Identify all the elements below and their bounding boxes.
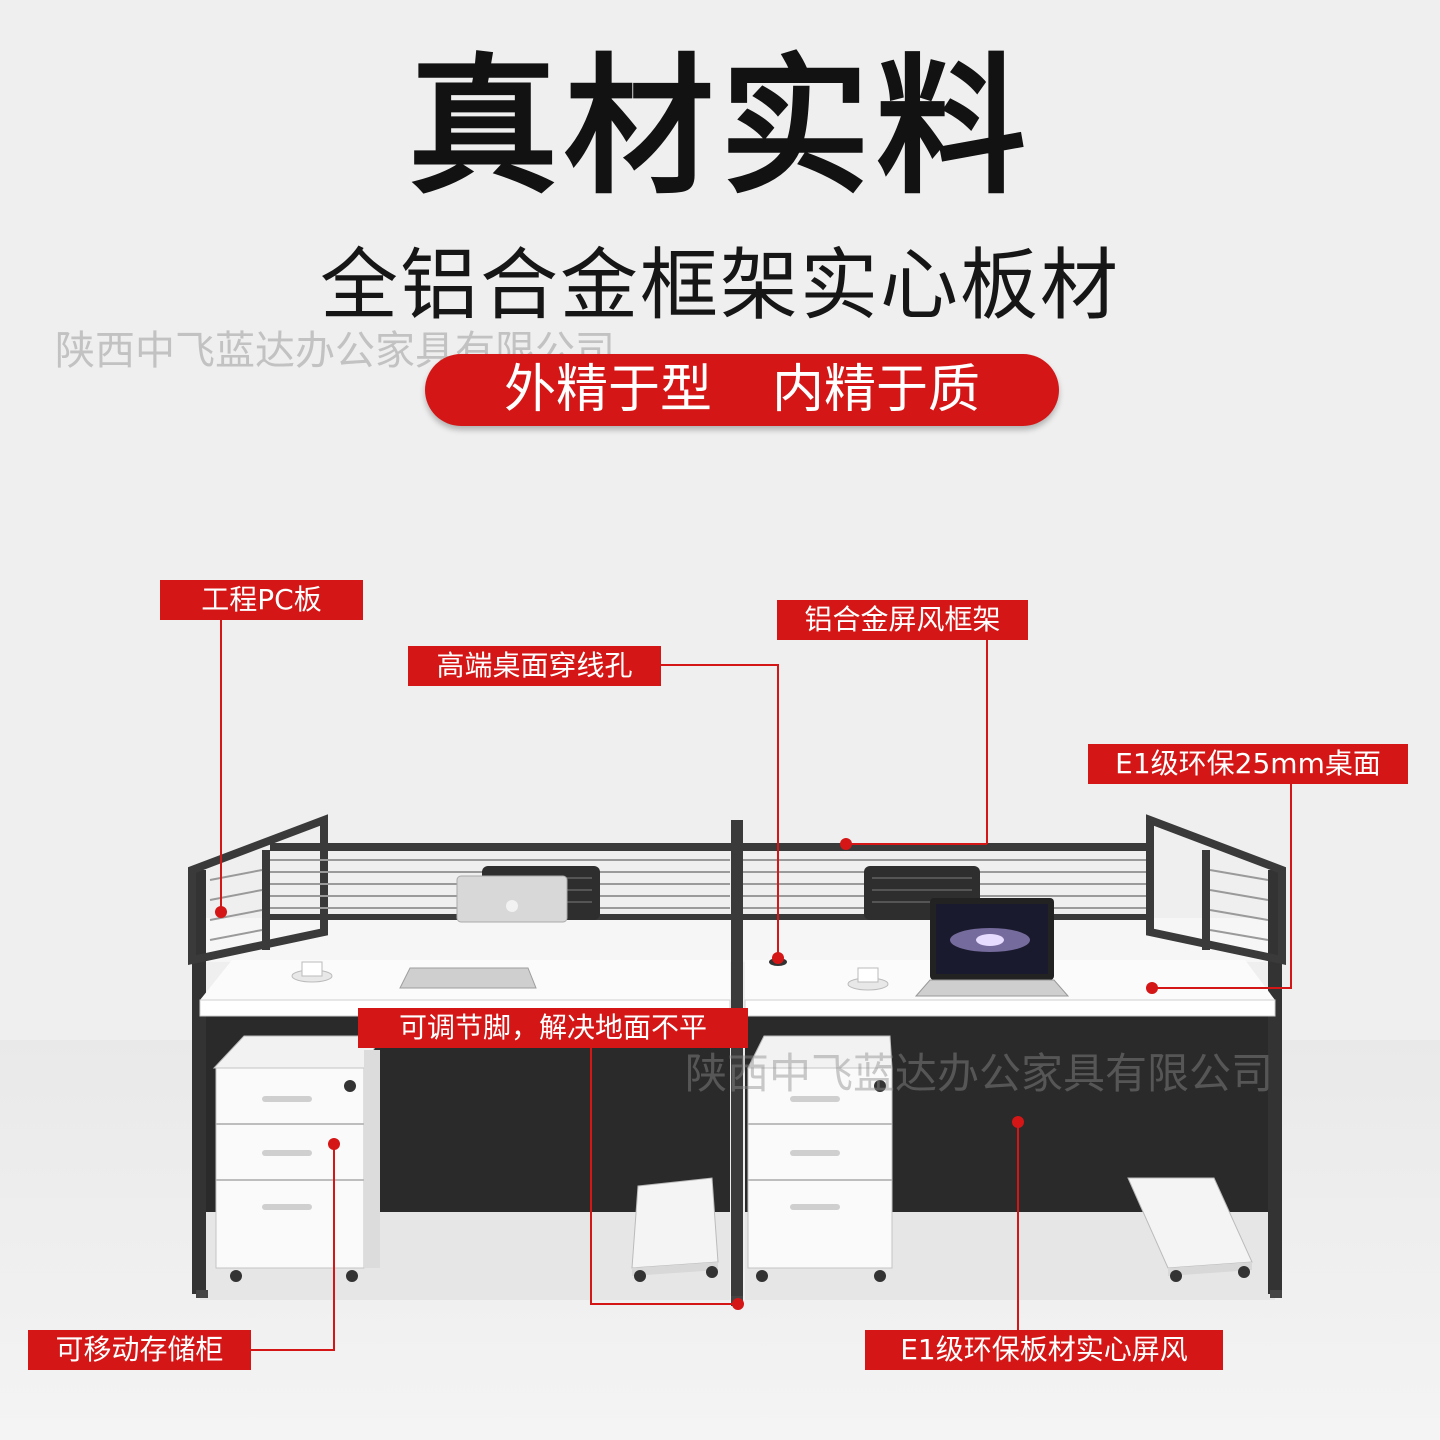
- label-cable-hole: 高端桌面穿线孔: [408, 646, 661, 686]
- dot-desktop: [1146, 982, 1158, 994]
- dot-screen-board: [1012, 1116, 1024, 1128]
- slogan-left: 外精于型: [503, 360, 712, 420]
- mobile-cabinet-right: [747, 1035, 893, 1282]
- dot-frame: [840, 838, 852, 850]
- slogan-right: 内精于质: [772, 360, 981, 420]
- leader-cable-hole-v: [777, 664, 779, 958]
- label-frame: 铝合金屏风框架: [777, 600, 1028, 640]
- leader-frame-v: [986, 638, 988, 844]
- label-screen-board: E1级环保板材实心屏风: [865, 1330, 1223, 1370]
- laptop-open: [914, 898, 1070, 997]
- dot-cabinet: [328, 1138, 340, 1150]
- dot-feet: [732, 1298, 744, 1310]
- slogan-pill: 外精于型 内精于质: [425, 354, 1059, 426]
- label-desktop: E1级环保25mm桌面: [1088, 744, 1408, 784]
- page-subtitle: 全铝合金框架实心板材: [319, 241, 1120, 331]
- dot-pc-board: [215, 906, 227, 918]
- mobile-cabinet-left: [212, 1035, 381, 1282]
- label-pc-board: 工程PC板: [160, 580, 363, 620]
- dot-cable-hole: [772, 952, 784, 964]
- leader-frame-h: [846, 843, 987, 845]
- leader-cabinet-h: [250, 1349, 335, 1351]
- cpu-holder-left: [631, 1177, 719, 1282]
- leader-feet-h: [590, 1303, 738, 1305]
- page-title: 真材实料: [407, 41, 1032, 215]
- leader-cabinet-v: [333, 1144, 335, 1350]
- leader-cable-hole-h: [660, 664, 778, 666]
- leader-screen-board: [1017, 1122, 1019, 1332]
- leader-desktop-h: [1152, 987, 1292, 989]
- label-feet: 可调节脚，解决地面不平: [358, 1008, 748, 1048]
- leader-pc-board: [220, 618, 222, 912]
- leader-desktop-v: [1290, 782, 1292, 988]
- cpu-holder-right: [1127, 1177, 1253, 1282]
- watermark-bottom: 陕西中飞蓝达办公家具有限公司: [685, 1049, 1274, 1098]
- left-screen-frame: [188, 814, 328, 965]
- label-cabinet: 可移动存储柜: [28, 1330, 251, 1370]
- leader-feet-v1: [590, 1046, 592, 1304]
